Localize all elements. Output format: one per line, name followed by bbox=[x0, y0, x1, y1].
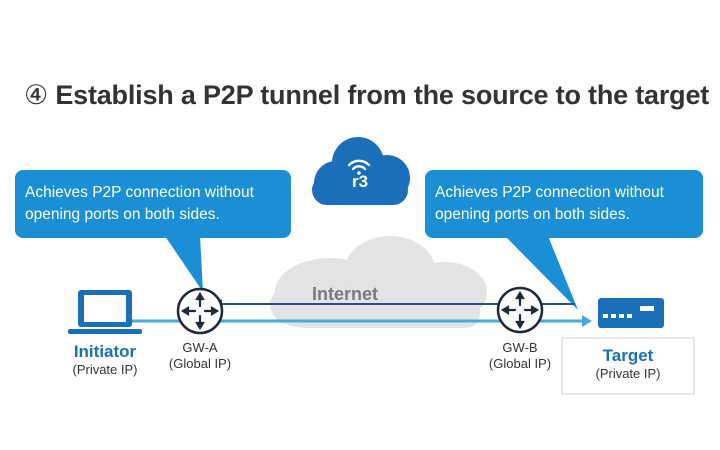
gw-b-name: GW-B bbox=[502, 340, 538, 355]
initiator-sub: (Private IP) bbox=[72, 362, 138, 377]
step-number: ④ bbox=[24, 80, 49, 110]
target-sub: (Private IP) bbox=[595, 366, 661, 381]
node-gw-b: GW-B (Global IP) bbox=[480, 340, 560, 372]
router-icon-gw-b bbox=[496, 286, 544, 334]
target-name: Target bbox=[602, 346, 654, 365]
gw-b-sub: (Global IP) bbox=[488, 356, 552, 371]
node-target: Target (Private IP) bbox=[562, 346, 694, 382]
cloud-logo-text: r3 bbox=[351, 172, 369, 191]
router-icon-gw-a bbox=[176, 287, 224, 335]
callout-right-bubble bbox=[425, 170, 703, 310]
node-initiator: Initiator (Private IP) bbox=[55, 342, 155, 378]
gw-a-name: GW-A bbox=[182, 340, 218, 355]
callout-left: Achieves P2P connection without opening … bbox=[15, 170, 291, 238]
gw-a-sub: (Global IP) bbox=[168, 356, 232, 371]
callout-right-line2: opening ports on both sides. bbox=[435, 206, 630, 223]
internet-label: Internet bbox=[312, 284, 379, 304]
callout-left-line2: opening ports on both sides. bbox=[25, 206, 220, 223]
cloud-wifi-icon bbox=[312, 137, 410, 205]
callout-left-line1: Achieves P2P connection without bbox=[25, 184, 254, 201]
callout-left-bubble bbox=[15, 170, 291, 292]
device-icon bbox=[598, 298, 664, 328]
node-gw-a: GW-A (Global IP) bbox=[160, 340, 240, 372]
title-text: Establish a P2P tunnel from the source t… bbox=[55, 80, 710, 110]
internet-cloud bbox=[270, 236, 487, 328]
callout-right: Achieves P2P connection without opening … bbox=[425, 170, 703, 238]
initiator-name: Initiator bbox=[73, 342, 137, 361]
target-label-box bbox=[561, 337, 695, 395]
callout-right-line1: Achieves P2P connection without bbox=[435, 184, 664, 201]
page-title: ④ Establish a P2P tunnel from the source… bbox=[24, 80, 709, 111]
laptop-icon bbox=[68, 290, 142, 334]
